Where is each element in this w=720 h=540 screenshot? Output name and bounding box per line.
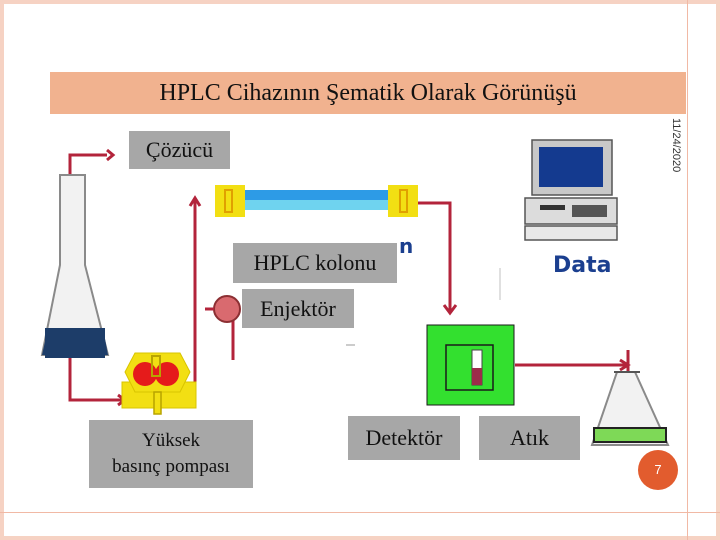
arrow-head-column-in [188, 195, 202, 207]
solvent-flask-icon [40, 174, 110, 358]
arrow-head-solvent [106, 148, 116, 162]
frame-line-bottom [0, 512, 720, 513]
injector-icon [205, 295, 241, 323]
label-pump-line2: basınç pompası [112, 456, 230, 477]
pump-icon [121, 352, 197, 415]
frame-line-right [687, 0, 688, 540]
label-pump-line1: Yüksek [141, 430, 201, 451]
label-data: Data [553, 253, 612, 278]
label-waste: Atık [479, 416, 580, 460]
page-number-badge: 7 [638, 450, 678, 490]
detector-icon [426, 324, 515, 406]
label-solvent: Çözücü [129, 131, 230, 169]
title-bar: HPLC Cihazının Şematik Olarak Görünüşü [50, 72, 686, 114]
label-fragment-n: n [399, 234, 414, 258]
tube-pump-to-column [190, 200, 197, 392]
label-column: HPLC kolonu [233, 243, 397, 283]
column-icon [215, 185, 418, 217]
label-pump: Yüksek basınç pompası [89, 420, 253, 488]
waste-flask-icon [590, 371, 670, 446]
computer-icon [524, 139, 618, 241]
tube-column-to-detector [415, 201, 452, 312]
label-injector: Enjektör [242, 289, 354, 328]
slide-title: HPLC Cihazının Şematik Olarak Görünüşü [159, 80, 577, 106]
label-detector: Detektör [348, 416, 460, 460]
arrow-head-detector [442, 304, 458, 316]
